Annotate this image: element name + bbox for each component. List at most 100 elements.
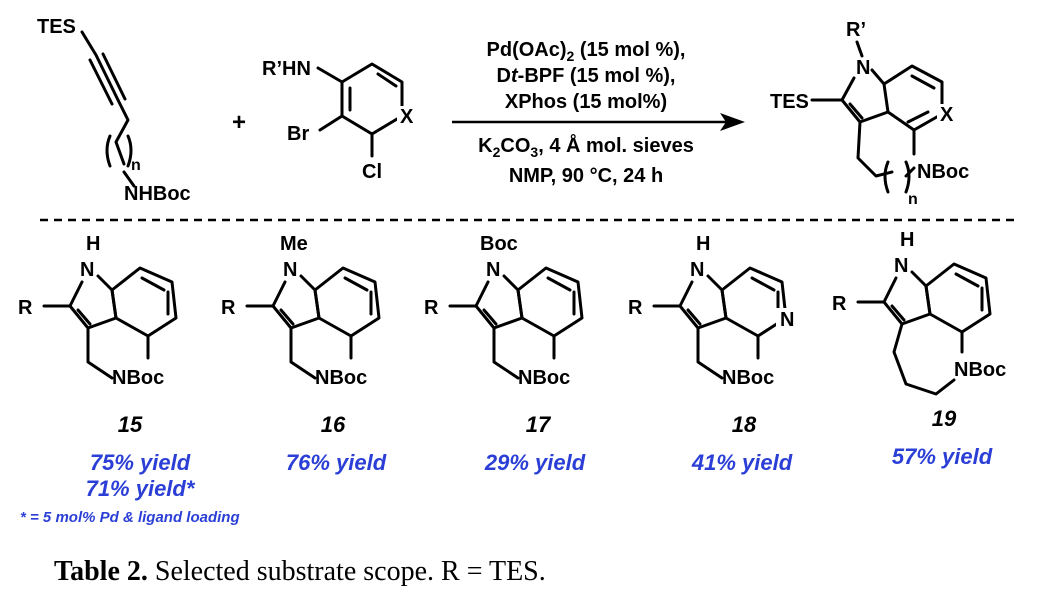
compound-16-pyrrole xyxy=(271,274,321,330)
compound-16-benzene-double xyxy=(343,276,369,292)
compound-17-n-label: N xyxy=(486,259,500,281)
condition-line-3: XPhos (15 mol%) xyxy=(505,91,667,113)
compound-15-n-label: N xyxy=(80,259,94,281)
reagent1-triple-bond-2 xyxy=(88,58,114,106)
product-subscript-n: n xyxy=(908,191,918,208)
compound-17-number: 17 xyxy=(526,412,552,437)
compound-15-benzene xyxy=(110,266,178,338)
compound-18-nboc-label: NBoc xyxy=(722,367,774,389)
reagent1-tail xyxy=(122,170,136,188)
compound-15-pyrrole-double xyxy=(76,308,92,326)
condition-line-5: NMP, 90 °C, 24 h xyxy=(509,165,663,187)
plus-sign: + xyxy=(232,109,246,136)
product-r-label: R’ xyxy=(846,19,866,41)
reagent1-bracket-left xyxy=(105,134,112,168)
reagent2-ring-double-1 xyxy=(376,72,398,88)
compound-19-benzene-double xyxy=(954,272,980,288)
compound-19-h-label: H xyxy=(900,229,914,251)
compound-16-chain xyxy=(289,326,317,380)
compound-15-r-label: R xyxy=(18,297,33,319)
product-ring-close xyxy=(904,166,916,178)
compound-17-pyrrole xyxy=(474,274,524,330)
compound-19-yield: 57% yield xyxy=(892,444,993,469)
footnote: * = 5 mol% Pd & ligand loading xyxy=(20,509,240,526)
product: R’ N TES X NBoc n xyxy=(770,19,969,208)
compound-19-n-label: N xyxy=(894,255,908,277)
product-x-bg xyxy=(937,104,955,124)
compound-18-pyridine-double xyxy=(750,276,776,292)
compound-19-pyrrole xyxy=(882,270,932,326)
product-x-label: X xyxy=(940,104,954,126)
compound-18-ring-n-label: N xyxy=(780,309,794,331)
compound-16-n-label: N xyxy=(283,259,297,281)
compound-15-chain xyxy=(86,326,114,380)
condition-line-2: Dt-BPF (15 mol %), xyxy=(497,65,676,87)
table-caption: Table 2. Selected substrate scope. R = T… xyxy=(54,556,546,587)
reagent1-triple-bond xyxy=(101,52,127,101)
compound-19-pyrrole-double xyxy=(890,304,906,322)
compound-15-yield-2: 71% yield* xyxy=(86,476,196,501)
reagent1-chain xyxy=(80,30,130,166)
compound-18-pyrrole-double xyxy=(686,308,702,326)
reagent1-bracket-right xyxy=(126,134,133,168)
compound-18: H N N R NBoc 18 41% yield xyxy=(628,233,798,475)
compound-17-r-label: R xyxy=(424,297,439,319)
compound-18-ring-n-bg xyxy=(776,308,798,330)
compound-16-me-label: Me xyxy=(280,233,308,255)
compound-19-nboc-label: NBoc xyxy=(954,359,1006,381)
compound-18-pyrrole xyxy=(678,274,728,330)
compound-18-chain xyxy=(696,326,724,380)
product-benzene-double-2 xyxy=(906,110,930,124)
product-pyrrole-double xyxy=(848,102,864,120)
compound-16-pyrrole-double xyxy=(279,308,295,326)
reaction-arrow-head xyxy=(720,113,745,131)
compound-16-nboc-label: NBoc xyxy=(315,367,367,389)
compound-16-r-label: R xyxy=(221,297,236,319)
product-tes-label: TES xyxy=(770,91,809,113)
compound-15: H N R NBoc 15 75% yield 71% yield* xyxy=(18,233,196,501)
compound-17-chain xyxy=(492,326,520,380)
reagent1-tes-label: TES xyxy=(37,16,76,38)
compound-15-h-label: H xyxy=(86,233,100,255)
product-nboc-label: NBoc xyxy=(917,161,969,183)
compound-15-benzene-double xyxy=(140,276,166,292)
reagent2-br-bond xyxy=(318,114,344,132)
compound-18-r-label: R xyxy=(628,297,643,319)
compound-17: Boc N R NBoc 17 29% yield xyxy=(424,233,586,475)
compound-19: H N R NBoc 19 57% yield xyxy=(832,229,1006,469)
compound-15-yield-1: 75% yield xyxy=(90,450,191,475)
reagent-2: R’HN Br Cl X xyxy=(262,58,415,183)
condition-line-1: Pd(OAc)2 (15 mol %), xyxy=(487,39,686,64)
compound-18-yield: 41% yield xyxy=(691,450,793,475)
reagent2-amine-label: R’HN xyxy=(262,58,311,80)
compound-19-chain xyxy=(892,322,956,396)
compound-16-benzene xyxy=(313,266,381,338)
reagent2-cl-label: Cl xyxy=(362,161,382,183)
reagent-1: TES n NHBoc xyxy=(37,16,191,205)
product-benzene-double xyxy=(910,74,936,90)
compound-16: Me N R NBoc 16 76% yield xyxy=(221,233,387,475)
compound-17-nboc-label: NBoc xyxy=(518,367,570,389)
compound-15-number: 15 xyxy=(118,412,143,437)
product-bracket-right xyxy=(904,160,911,194)
compound-19-benzene xyxy=(924,262,992,334)
compound-19-number: 19 xyxy=(932,406,957,431)
compound-17-benzene xyxy=(516,266,584,338)
reagent2-x-bg xyxy=(397,106,415,126)
compound-18-number: 18 xyxy=(732,412,757,437)
product-r-bond xyxy=(855,40,864,58)
reagent1-subscript-n: n xyxy=(131,157,141,174)
compound-16-number: 16 xyxy=(321,412,346,437)
compound-15-pyrrole xyxy=(68,274,118,330)
compound-18-h-label: H xyxy=(696,233,710,255)
condition-line-4: K2CO3, 4 Å mol. sieves xyxy=(478,133,694,160)
product-benzene xyxy=(882,64,944,132)
compound-19-r-label: R xyxy=(832,293,847,315)
reagent2-br-label: Br xyxy=(287,123,309,145)
reagent2-x-label: X xyxy=(400,106,414,128)
compound-17-benzene-double xyxy=(546,276,572,292)
compound-16-yield: 76% yield xyxy=(286,450,387,475)
compound-18-n-label: N xyxy=(690,259,704,281)
